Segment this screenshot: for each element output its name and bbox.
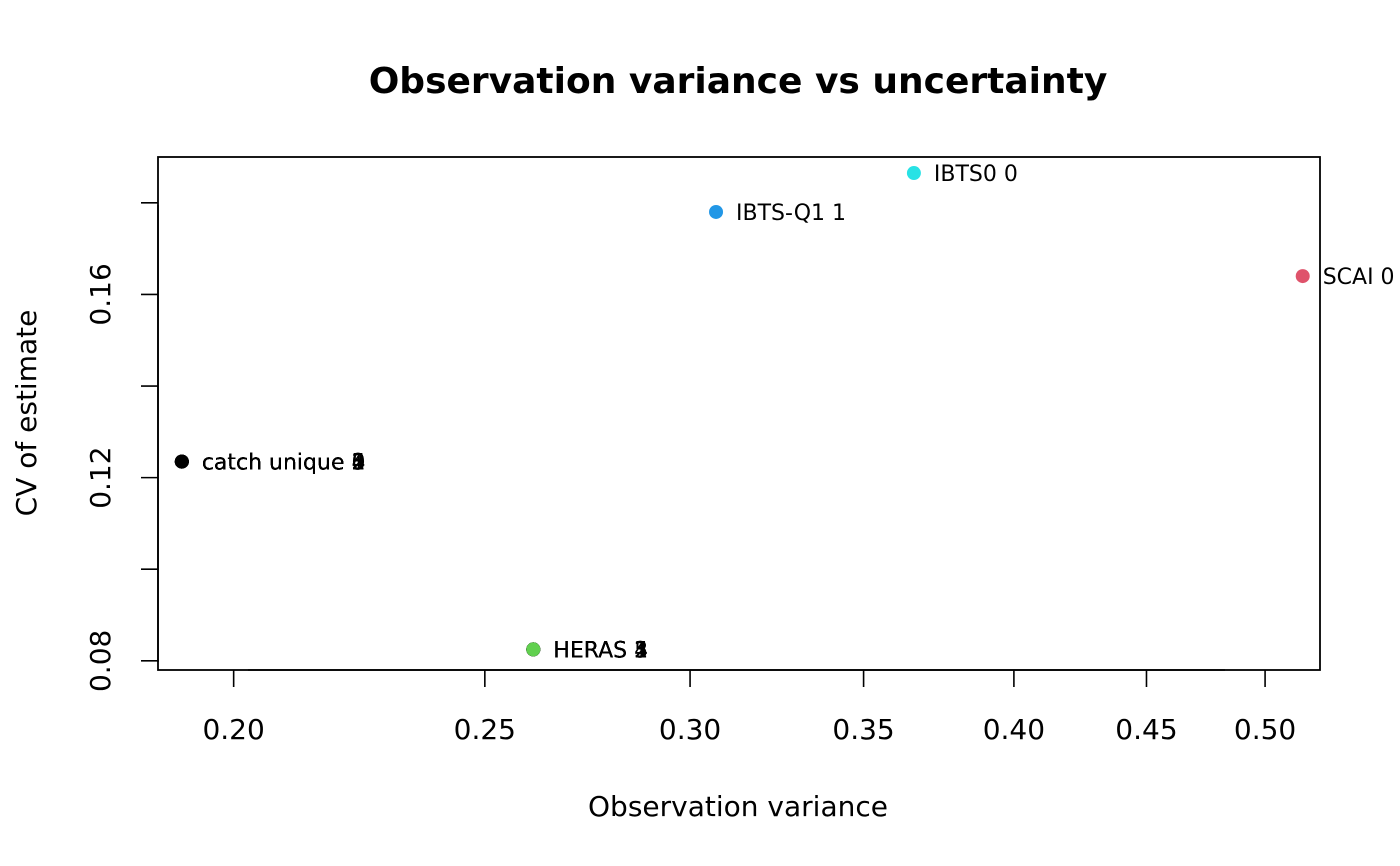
data-point: [174, 454, 189, 469]
y-tick-label: 0.16: [84, 263, 117, 325]
point-label: HERAS 2: [553, 638, 648, 663]
x-axis-title: Observation variance: [588, 790, 888, 823]
y-tick-label: 0.12: [84, 446, 117, 508]
point-label: catch unique 5: [202, 451, 366, 476]
x-tick-label: 0.45: [1115, 713, 1177, 746]
x-tick-label: 0.30: [659, 713, 721, 746]
x-axis-ticks: 0.20 0.25 0.30 0.35 0.40 0.45 0.50: [202, 670, 1296, 746]
point-label: IBTS0 0: [934, 162, 1018, 187]
point-label: HERAS 3: [553, 638, 648, 663]
point-label: HERAS 1: [553, 638, 648, 663]
point-label: catch unique 2: [202, 451, 366, 476]
point-label: SCAI 0: [1323, 265, 1395, 290]
point-label: HERAS 5: [553, 638, 648, 663]
data-point: [709, 204, 724, 219]
data-point: [906, 166, 921, 181]
plot-frame: [157, 156, 1321, 671]
x-tick-label: 0.25: [454, 713, 516, 746]
point-label: catch unique 3: [202, 451, 366, 476]
point-label: catch unique 0: [202, 451, 366, 476]
x-tick-label: 0.20: [202, 713, 264, 746]
point-label: catch unique 1: [202, 451, 366, 476]
data-point: [1295, 269, 1310, 284]
point-label: catch unique 4: [202, 451, 366, 476]
x-tick-label: 0.50: [1234, 713, 1296, 746]
chart-title: Observation variance vs uncertainty: [369, 61, 1108, 102]
y-tick-label: 0.08: [84, 630, 117, 692]
point-label: IBTS-Q1 1: [736, 201, 846, 226]
x-tick-label: 0.35: [832, 713, 894, 746]
y-axis-ticks: 0.08 0.12 0.16: [84, 202, 158, 692]
point-label: HERAS 4: [553, 638, 648, 663]
data-point: [526, 642, 541, 657]
y-axis-title: CV of estimate: [10, 310, 43, 517]
x-tick-label: 0.40: [983, 713, 1045, 746]
